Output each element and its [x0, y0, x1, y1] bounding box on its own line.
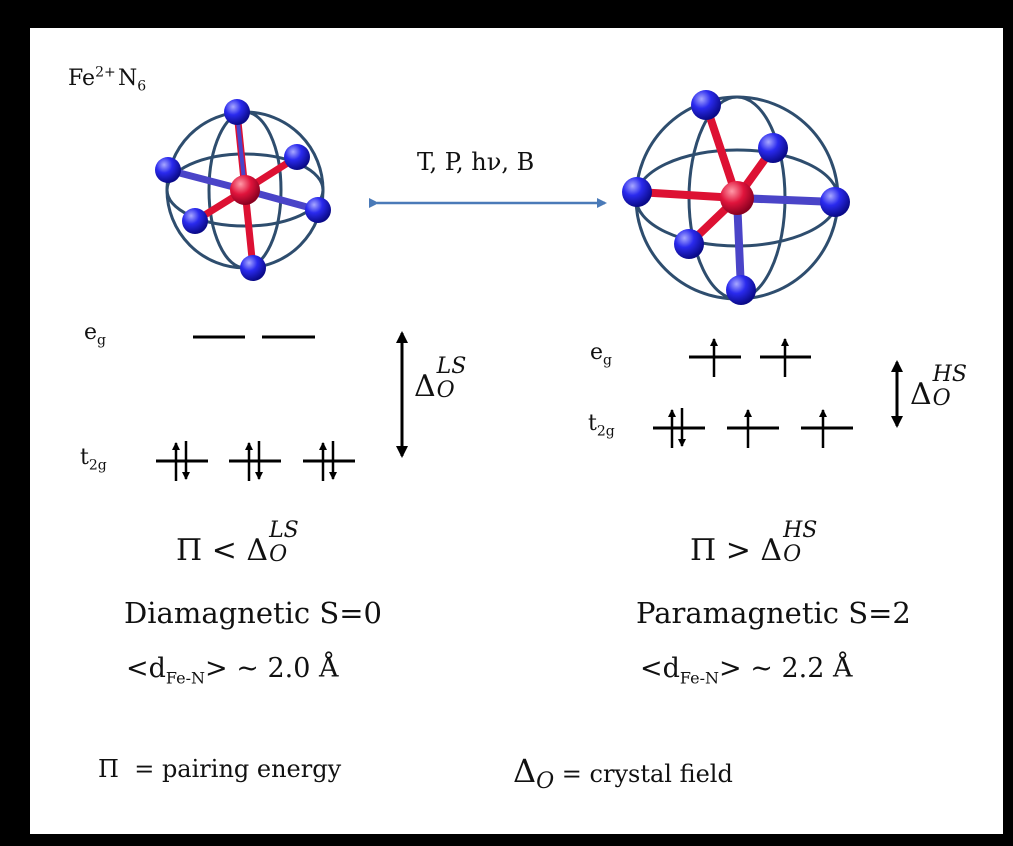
hs-ligand-atom [820, 187, 850, 217]
legend-crystal-field: ΔO = crystal field [513, 752, 733, 794]
ls-bond-distance: <dFe-N> ~ 2.0 Å [126, 653, 339, 688]
ls-magnetism: Diamagnetic S=0 [124, 596, 383, 630]
ls-ligand-atom [182, 208, 208, 234]
low-spin-molecule [155, 99, 331, 281]
hs-t2g-label: t2g [588, 411, 615, 440]
ls-ligand-atom [240, 255, 266, 281]
stimuli-label: T, P, hν, B [417, 148, 535, 176]
hs-t2g-electrons [668, 408, 827, 448]
ls-ligand-atom [305, 197, 331, 223]
hs-bond-distance: <dFe-N> ~ 2.2 Å [640, 653, 853, 688]
ls-t2g-electrons [172, 441, 337, 481]
ls-metal-atom [230, 175, 260, 205]
hs-eg-electrons [710, 338, 789, 377]
hs-metal-atom [720, 181, 754, 215]
ls-ligand-atom [155, 157, 181, 183]
high-spin-molecule [622, 90, 850, 305]
ls-ligand-atom [224, 99, 250, 125]
hs-ligand-atom [758, 133, 788, 163]
hs-ligand-atom [622, 177, 652, 207]
hs-ligand-atom [726, 275, 756, 305]
legend-pairing-energy: Π = pairing energy [98, 755, 342, 783]
hs-magnetism: Paramagnetic S=2 [636, 596, 911, 630]
ls-t2g-label: t2g [80, 445, 107, 474]
complex-formula: Fe2+ N6 [68, 64, 147, 95]
ls-eg-label: eg [84, 320, 106, 349]
ls-ligand-atom [284, 144, 310, 170]
hs-ligand-atom [674, 229, 704, 259]
hs-ligand-atom [691, 90, 721, 120]
hs-eg-label: eg [590, 340, 612, 369]
